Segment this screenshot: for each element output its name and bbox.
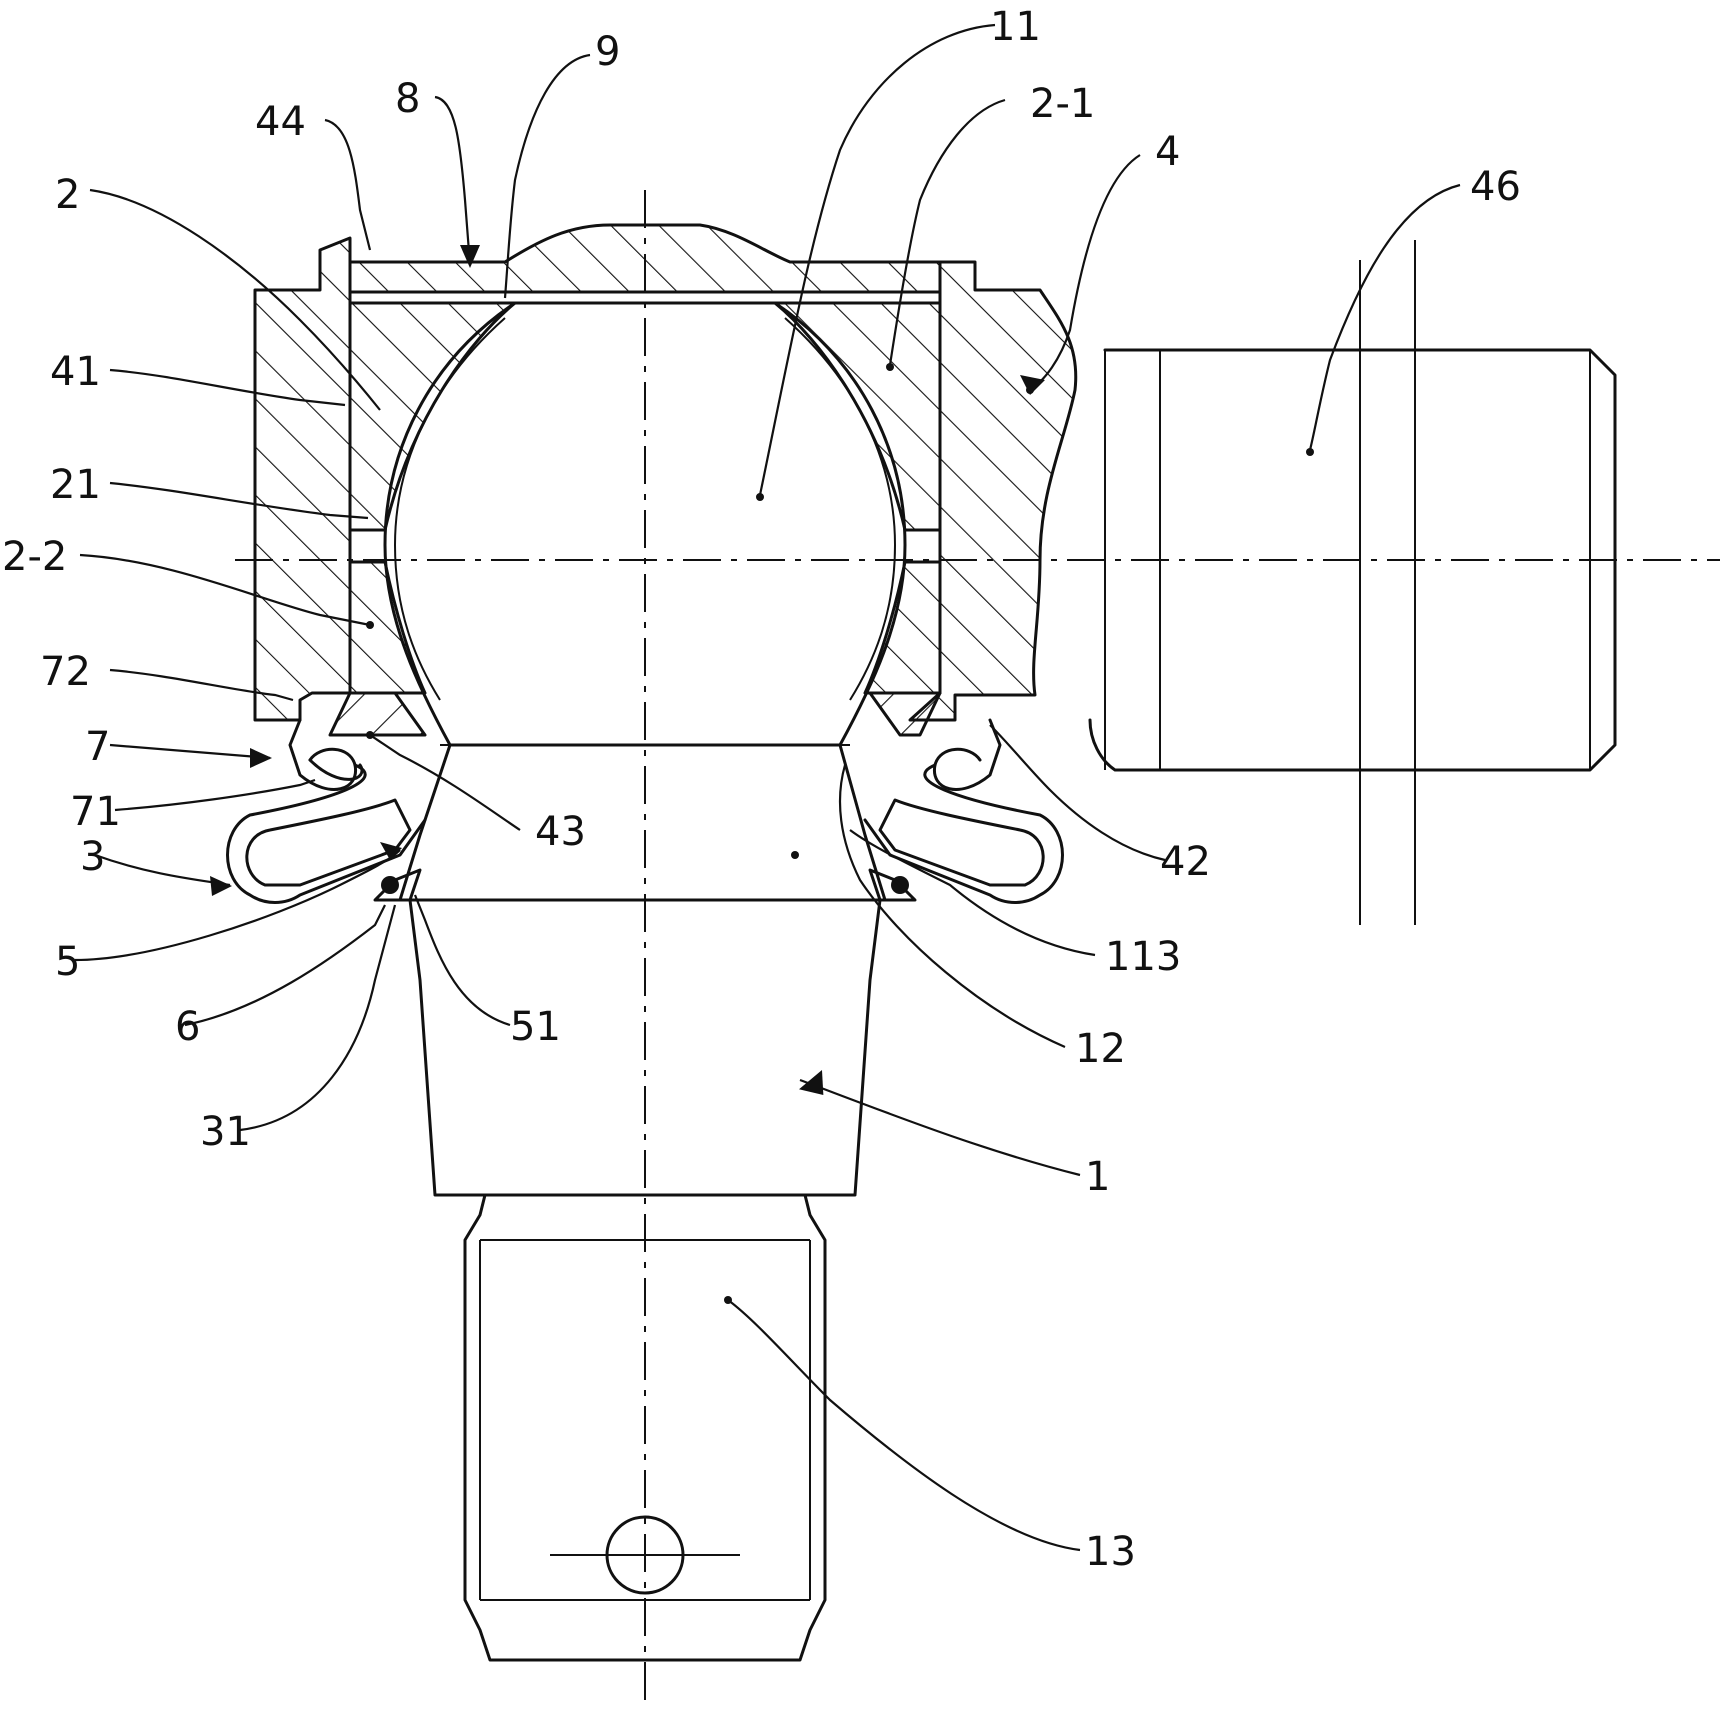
label-11: 11 xyxy=(990,4,1041,50)
leader-dots xyxy=(366,363,1314,1304)
label-71: 71 xyxy=(70,789,121,835)
label-43: 43 xyxy=(535,809,586,855)
label-113: 113 xyxy=(1105,934,1181,980)
label-5: 5 xyxy=(55,939,80,985)
label-1: 1 xyxy=(1085,1154,1110,1200)
label-4: 4 xyxy=(1155,129,1180,175)
label-2: 2 xyxy=(55,172,80,218)
label-42: 42 xyxy=(1160,839,1211,885)
label-51: 51 xyxy=(510,1004,561,1050)
label-13: 13 xyxy=(1085,1529,1136,1575)
label-41: 41 xyxy=(50,349,101,395)
label-31: 31 xyxy=(200,1109,251,1155)
label-72: 72 xyxy=(40,649,91,695)
label-2-2: 2-2 xyxy=(2,534,67,580)
label-7: 7 xyxy=(85,724,110,770)
dust-boot xyxy=(228,720,1063,903)
label-21: 21 xyxy=(50,462,101,508)
label-12: 12 xyxy=(1075,1026,1126,1072)
reference-labels: 11 9 8 44 2-1 4 46 2 41 21 2-2 72 7 71 4… xyxy=(2,4,1521,1575)
side-stud xyxy=(1090,240,1615,925)
label-8: 8 xyxy=(395,76,420,122)
label-6: 6 xyxy=(175,1004,200,1050)
label-46: 46 xyxy=(1470,164,1521,210)
label-2-1: 2-1 xyxy=(1030,81,1095,127)
label-3: 3 xyxy=(80,834,105,880)
label-9: 9 xyxy=(595,29,620,75)
label-44: 44 xyxy=(255,99,306,145)
